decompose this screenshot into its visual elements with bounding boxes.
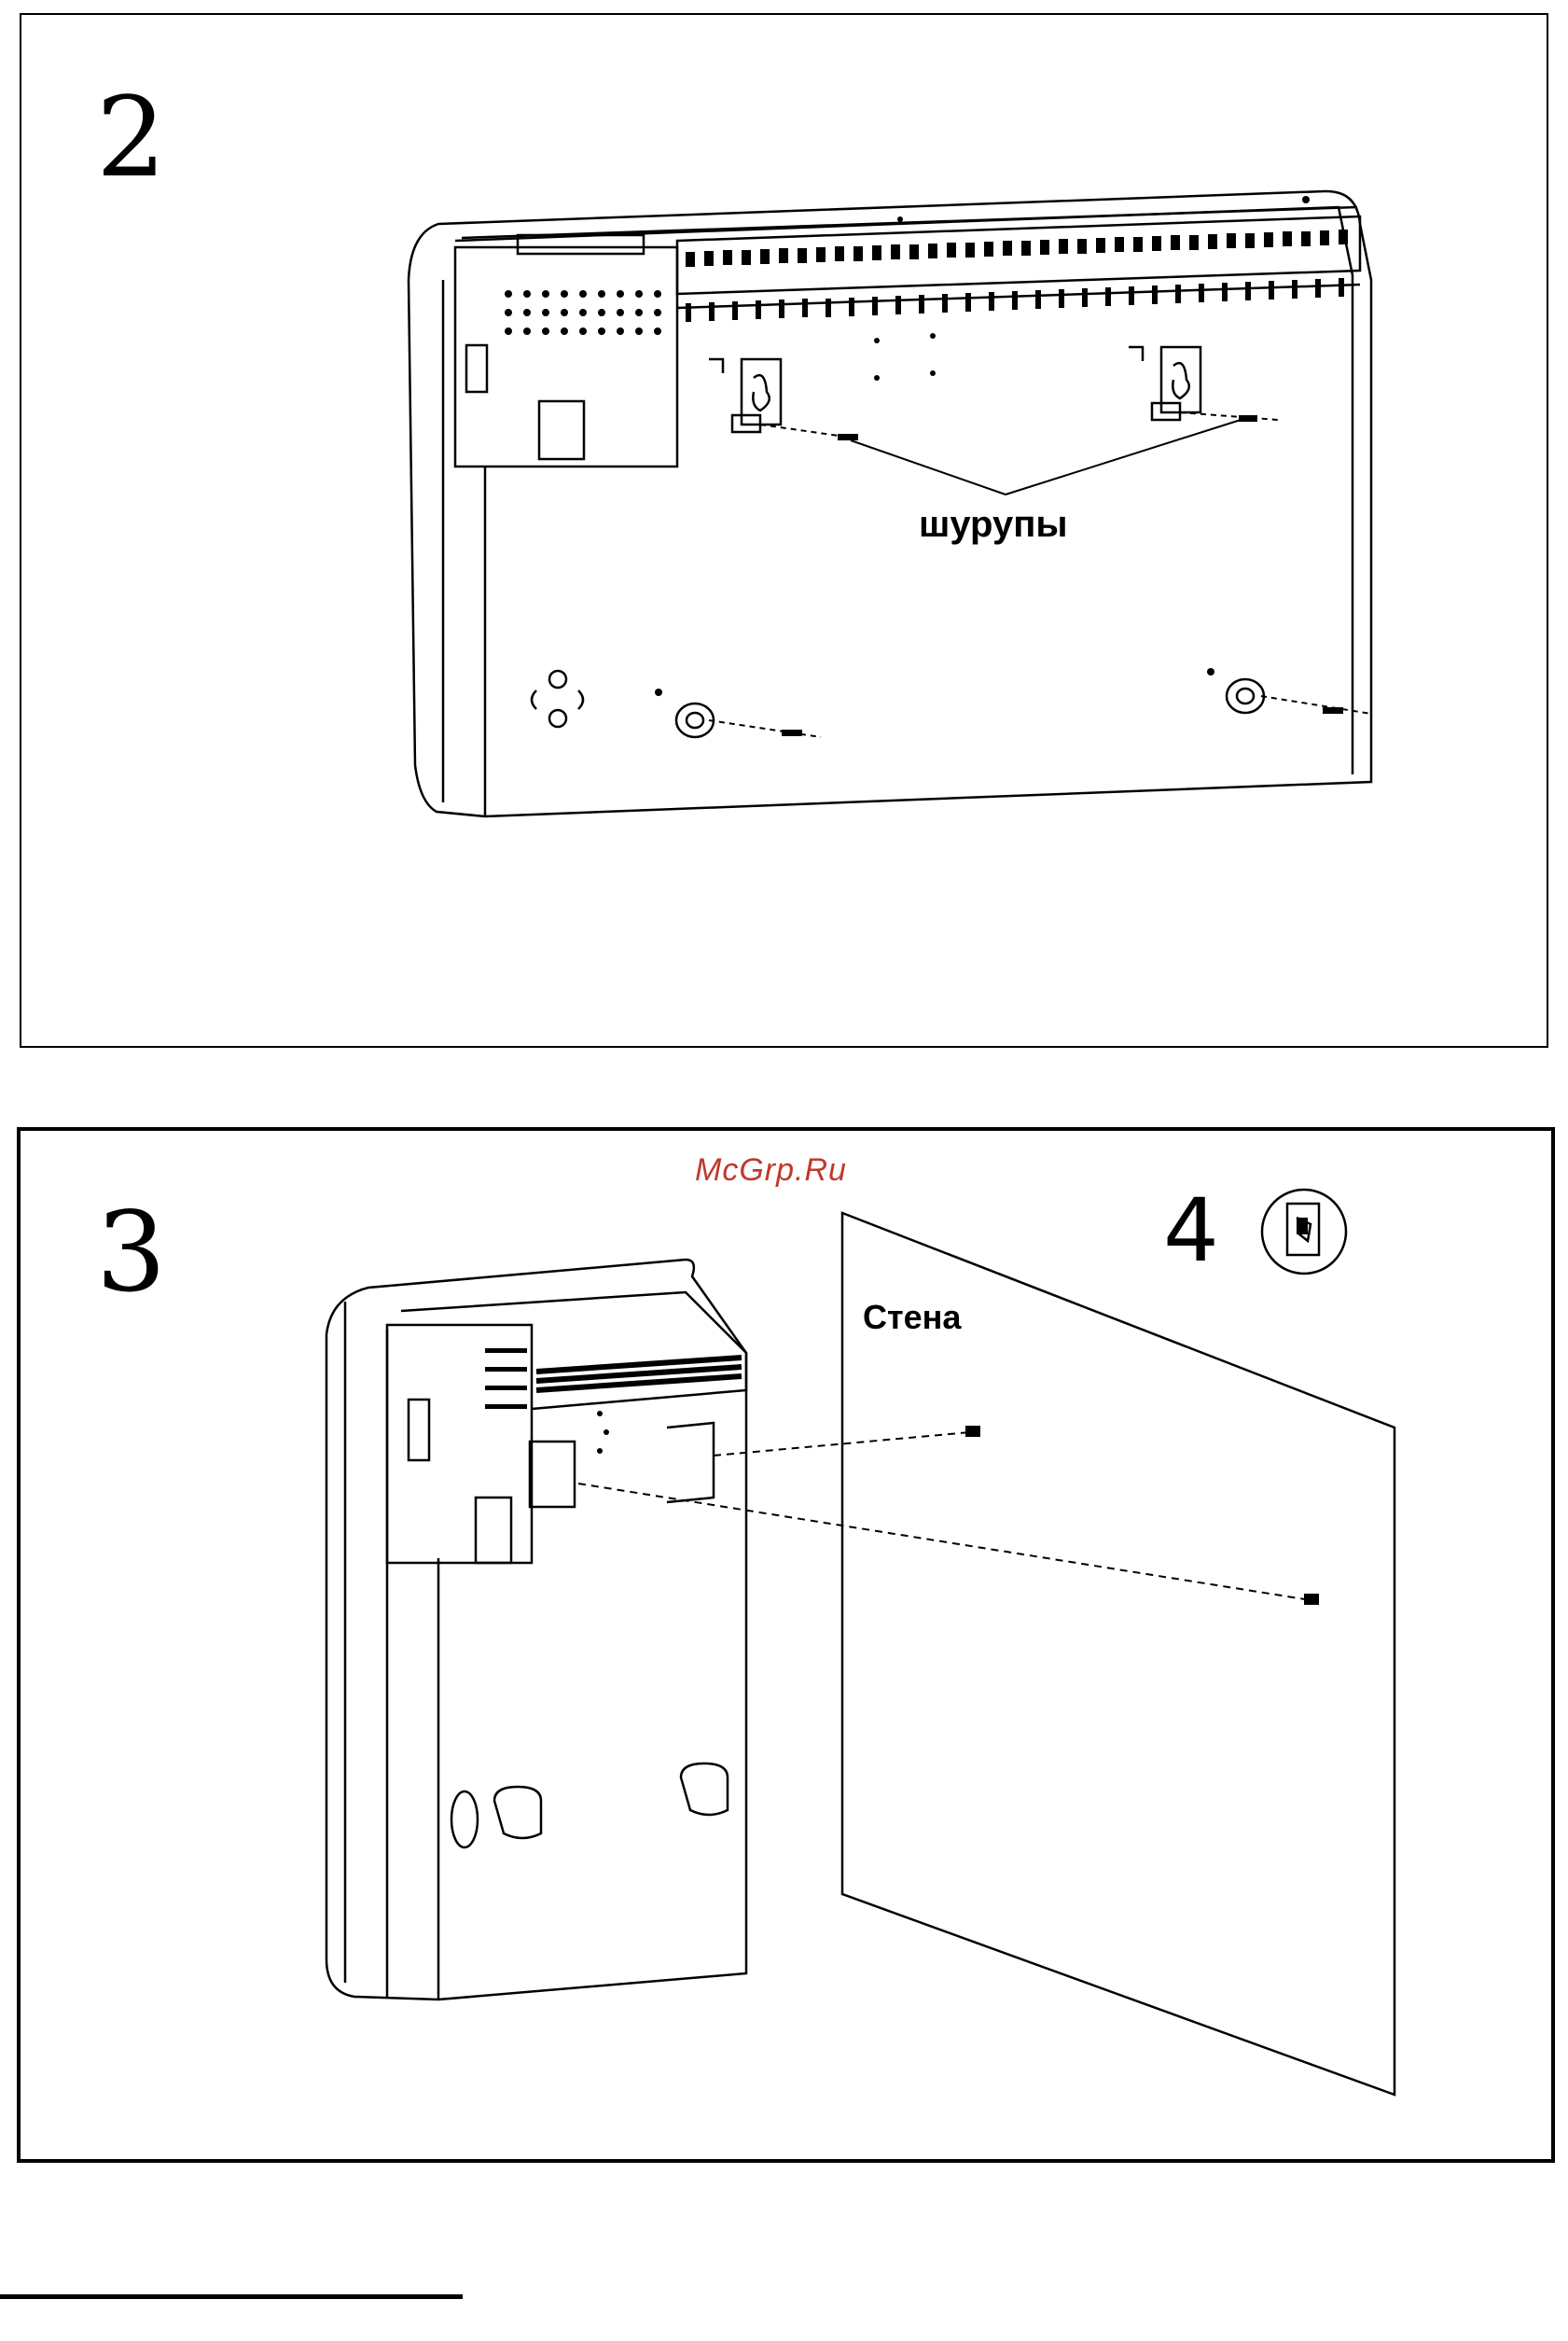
wall-plane	[842, 1213, 1395, 2095]
bottom-rule	[0, 2294, 463, 2299]
heater-foot-right	[681, 1763, 728, 1815]
heater-bracket-left	[530, 1442, 575, 1507]
heater-bracket-right	[667, 1423, 714, 1502]
heater-foot-left	[494, 1787, 541, 1838]
